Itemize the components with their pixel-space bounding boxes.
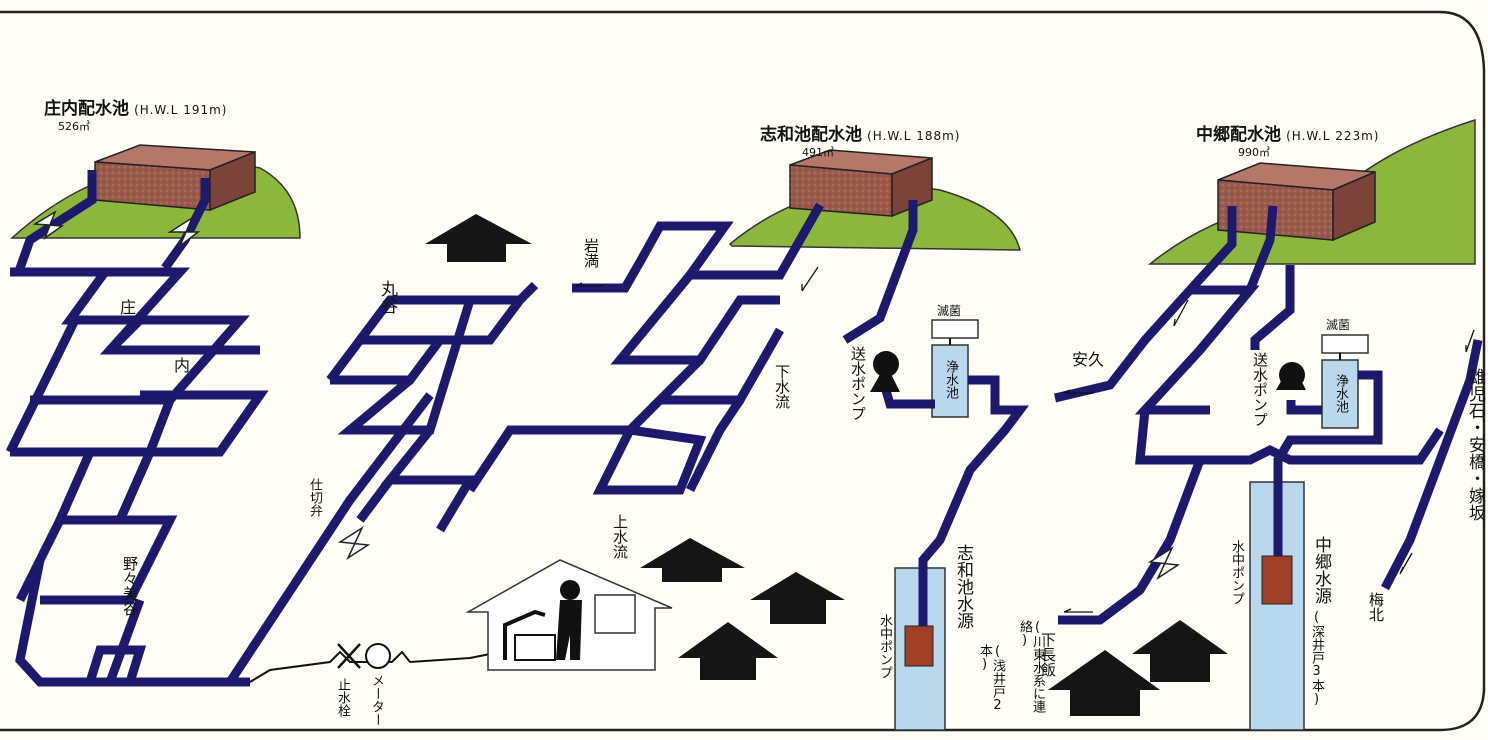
source-nakago-note: (深井戸3本) [1309, 610, 1324, 707]
sterilizer-label-nakago: 滅菌 [1326, 318, 1351, 332]
gate-valve-icon [337, 525, 371, 561]
district-umekita: 梅北 [1367, 592, 1385, 622]
stop-valve-icon [337, 643, 361, 669]
meter-label: メーター [369, 674, 384, 726]
district-shimonagaii: 下長飯 [1039, 632, 1057, 677]
pump-icon-nakago [1276, 362, 1306, 390]
valve-nakago [1147, 545, 1181, 581]
source-shiwa-label: 志和池水源 [953, 544, 973, 629]
valve-shonai-2 [167, 216, 201, 247]
sterilizer-box-nakago [1321, 334, 1369, 354]
sterilizer-label-shiwa: 滅菌 [937, 304, 962, 318]
source-shiwa-note: (浅井戸2本) [977, 644, 1005, 713]
roof-house-1 [425, 214, 532, 262]
reservoir-shiwa-title: 志和池配水池 (H.W.L 188m) [760, 120, 960, 145]
reservoir-nakago-title: 中郷配水池 (H.W.L 223m) [1196, 120, 1379, 145]
roof-house-3 [750, 572, 845, 624]
district-kamimizuru: 上水流 [611, 514, 629, 559]
roof-house-2 [640, 538, 745, 582]
sterilizer-box-shiwa [931, 319, 979, 339]
submersible-pump-shiwa [904, 625, 934, 667]
clear-tank-nakago [1321, 359, 1359, 429]
roof-house-4 [678, 622, 778, 680]
source-nakago-label: 中郷水源 [1311, 536, 1331, 604]
district-onjiro: 雄児石・安橋・嫁坂 [1465, 368, 1485, 521]
district-iwamitsu: 岩満 [582, 238, 600, 268]
meter-icon [365, 643, 391, 669]
reservoir-shonai-capacity: 526㎥ [58, 120, 90, 133]
submersible-pump-label-nakago: 水中ポンプ [1229, 540, 1244, 605]
pump-icon-shiwa [870, 351, 900, 392]
black-houses [425, 214, 1228, 716]
reservoir-nakago-capacity: 990㎥ [1238, 146, 1270, 159]
district-marutani: 丸谷 [377, 280, 397, 314]
roof-house-6 [1132, 620, 1228, 682]
pipe-network-shiwa [466, 200, 1029, 630]
house-icon [465, 559, 673, 671]
stop-valve-label: 止水栓 [335, 678, 350, 717]
district-nonomitani: 野々美谷 [121, 556, 139, 616]
tank-nakago [1217, 162, 1376, 242]
roof-house-5 [1048, 650, 1160, 716]
reservoir-hwl: (H.W.L 191m) [134, 103, 228, 117]
tank-shonai [94, 144, 256, 212]
flow-arrows [575, 266, 1475, 613]
gate-valve-label: 仕切弁 [307, 478, 322, 517]
submersible-pump-label-shiwa: 水中ポンプ [877, 614, 892, 679]
reservoir-name: 庄内配水池 [44, 99, 129, 119]
pipe-network-nakago [1053, 205, 1483, 625]
submersible-pump-nakago [1261, 555, 1293, 605]
reservoir-hwl: (H.W.L 188m) [867, 129, 961, 143]
reservoir-shonai-title: 庄内配水池 (H.W.L 191m) [44, 94, 227, 119]
district-nai: 内 [174, 356, 191, 375]
valve-shonai-1 [32, 210, 65, 241]
reservoir-name: 中郷配水池 [1196, 125, 1281, 145]
clear-tank-label-shiwa: 浄水池 [943, 360, 958, 399]
pump-label-shiwa: 送水ポンプ [849, 346, 867, 421]
pump-label-nakago: 送水ポンプ [1251, 352, 1269, 427]
reservoir-name: 志和池配水池 [760, 125, 862, 145]
district-anku: 安久 [1072, 350, 1105, 369]
clear-tank-label-nakago: 浄水池 [1333, 374, 1348, 413]
tank-shiwa [789, 149, 933, 218]
district-sho: 庄 [120, 298, 137, 317]
kawahigashi-label: (川東水系に連絡) [1017, 620, 1045, 713]
reservoir-shiwa-capacity: 491㎥ [802, 146, 834, 159]
page-frame [0, 10, 1486, 732]
pipe-network-marutani [326, 281, 539, 533]
district-shimomizuru: 下水流 [773, 364, 791, 409]
reservoir-hwl: (H.W.L 223m) [1286, 129, 1380, 143]
